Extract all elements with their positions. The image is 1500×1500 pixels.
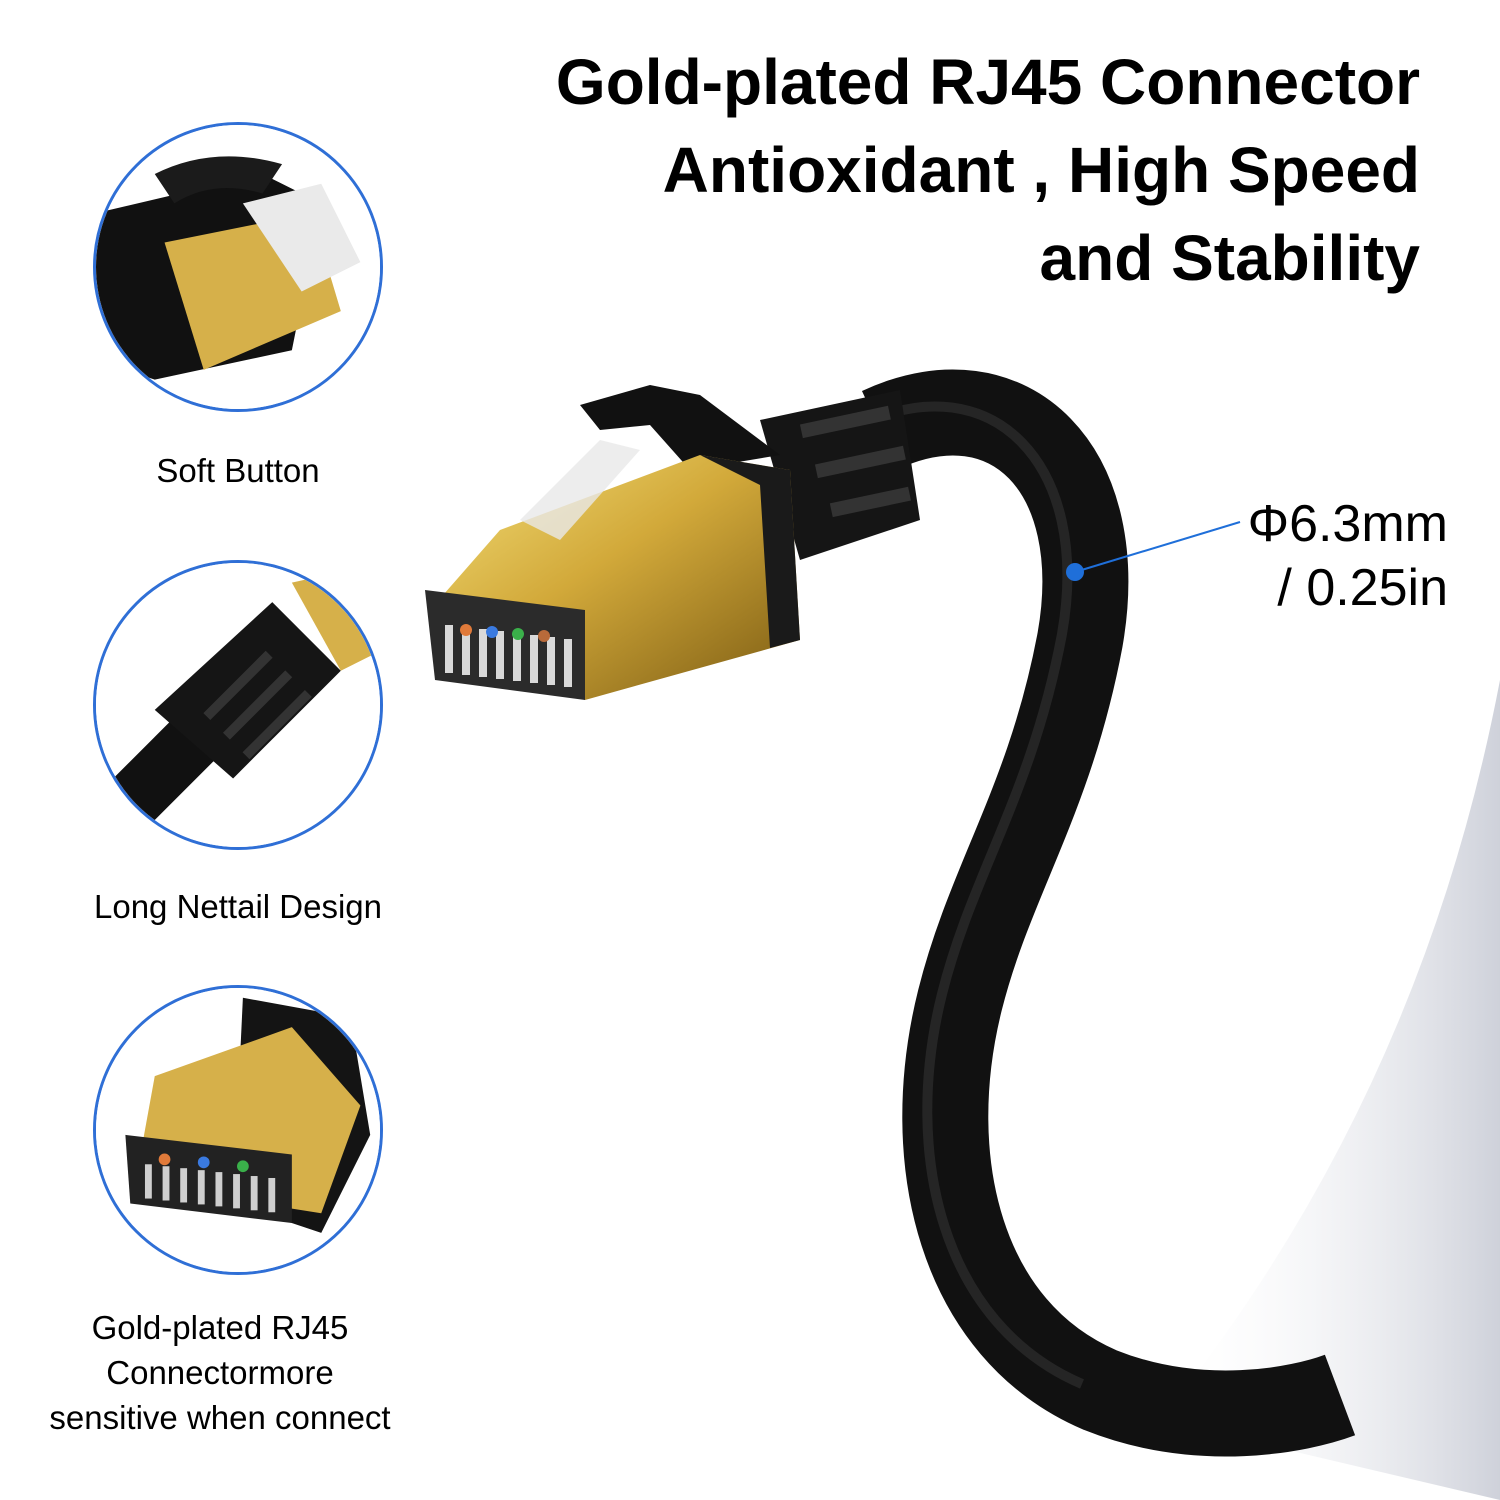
gold-connector-closeup-icon (96, 988, 380, 1272)
diameter-spec: Φ6.3mm / 0.25in (1238, 492, 1448, 620)
headline-line-1: Gold-plated RJ45 Connector (555, 46, 1420, 118)
diameter-mm: Φ6.3mm (1247, 495, 1448, 553)
diameter-in: / 0.25in (1277, 559, 1448, 617)
cable-body (862, 369, 1356, 1457)
gold-connector-caption-line-3: sensitive when connect (49, 1399, 391, 1436)
nettail-thumbnail (93, 560, 383, 850)
headline-line-3: and Stability (1039, 222, 1421, 294)
headline-line-2: Antioxidant , High Speed (662, 134, 1420, 206)
rj45-latch-closeup-icon (96, 125, 380, 409)
soft-button-caption: Soft Button (156, 452, 320, 489)
gold-connector-caption-line-1: Gold-plated RJ45 (91, 1309, 349, 1346)
rj45-latch (580, 385, 780, 470)
cable-boot-closeup-icon (96, 563, 380, 847)
headline: Gold-plated RJ45 Connector Antioxidant ,… (460, 38, 1420, 302)
dimension-leader (1074, 521, 1241, 573)
gold-connector-thumbnail (93, 985, 383, 1275)
soft-button-thumbnail (93, 122, 383, 412)
gold-connector-caption: Gold-plated RJ45 Connectormore sensitive… (45, 1305, 395, 1440)
dimension-dot (1066, 563, 1084, 581)
cable-boot (760, 390, 920, 560)
gold-connector-caption-line-2: Connectormore (106, 1354, 334, 1391)
nettail-caption: Long Nettail Design (93, 888, 382, 925)
